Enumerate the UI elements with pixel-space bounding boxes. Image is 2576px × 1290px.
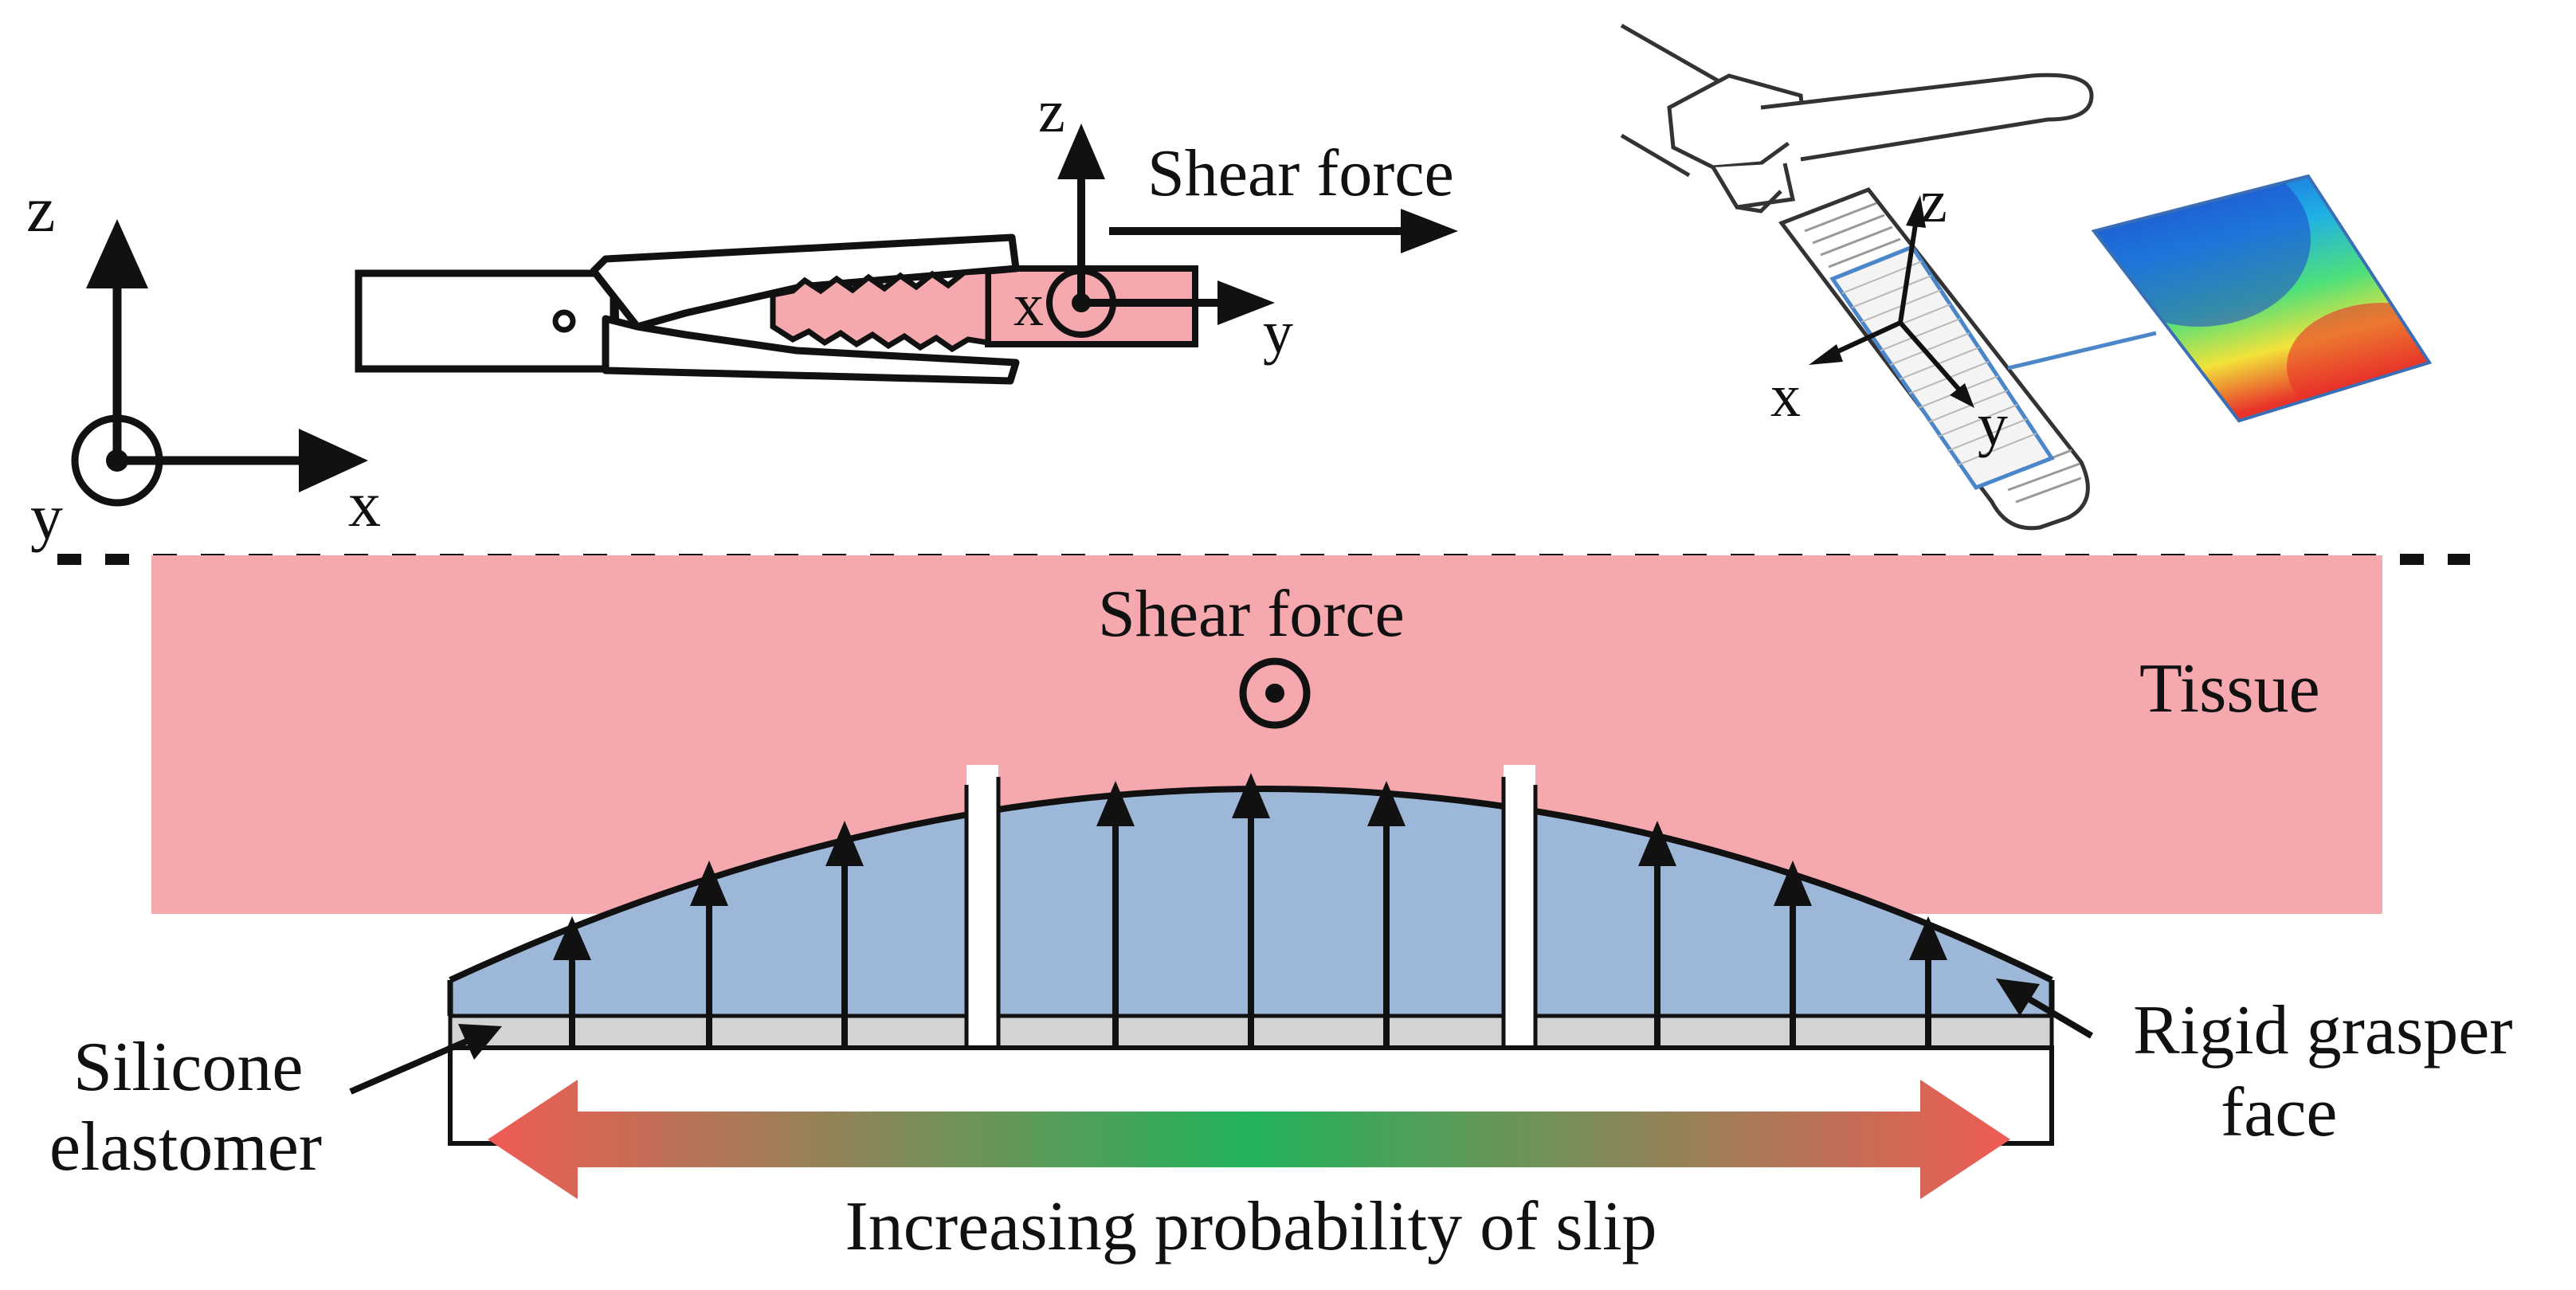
axis-label-z: z: [26, 173, 55, 245]
silicone-label-line1: Silicone: [73, 1029, 303, 1106]
axis-label-z: z: [1920, 168, 1947, 235]
axis-label-z: z: [1038, 78, 1065, 145]
pressure-arrows: [553, 773, 1947, 1048]
silicone-callout: Silicone elastomer: [49, 1024, 502, 1186]
grasper-sketch: z x y Shear force: [355, 78, 1458, 385]
axis-label-y: y: [1978, 391, 2008, 458]
pressure-arrowhead: [553, 916, 591, 960]
axis-label-x: x: [348, 468, 381, 540]
rigid-face-label-line1: Rigid grasper: [2133, 992, 2513, 1069]
pressure-arrowhead: [1367, 781, 1406, 826]
axis-label-y: y: [1263, 299, 1293, 366]
tissue-label: Tissue: [2139, 650, 2320, 727]
axis-label-y: y: [30, 480, 63, 553]
shear-force-label: Shear force: [1098, 577, 1405, 651]
axis-label-x: x: [1014, 272, 1044, 339]
axis-label-x: x: [1770, 363, 1801, 429]
pressure-arrowhead: [825, 821, 864, 866]
pressure-arrowhead: [1638, 821, 1676, 866]
rigid-face-label-line2: face: [2221, 1074, 2337, 1151]
pressure-arrowhead: [690, 861, 728, 906]
slip-probability-arrow: [488, 1080, 2010, 1199]
pressure-arrowhead: [1909, 916, 1947, 960]
silicone-label-line2: elastomer: [49, 1108, 322, 1186]
coordinate-frame-left: z y x: [26, 173, 381, 553]
pressure-arrowhead: [1232, 773, 1270, 818]
pressure-arrowhead: [1774, 861, 1812, 906]
instrument-sensor-illustration: z x y: [1620, 23, 2433, 531]
pressure-arrowhead: [1096, 781, 1135, 826]
shear-force-label: Shear force: [1147, 136, 1454, 210]
slip-probability-label: Increasing probability of slip: [845, 1188, 1657, 1265]
rigid-face-callout: Rigid grasper face: [1996, 978, 2513, 1151]
out-of-page-symbol: [1239, 657, 1311, 729]
